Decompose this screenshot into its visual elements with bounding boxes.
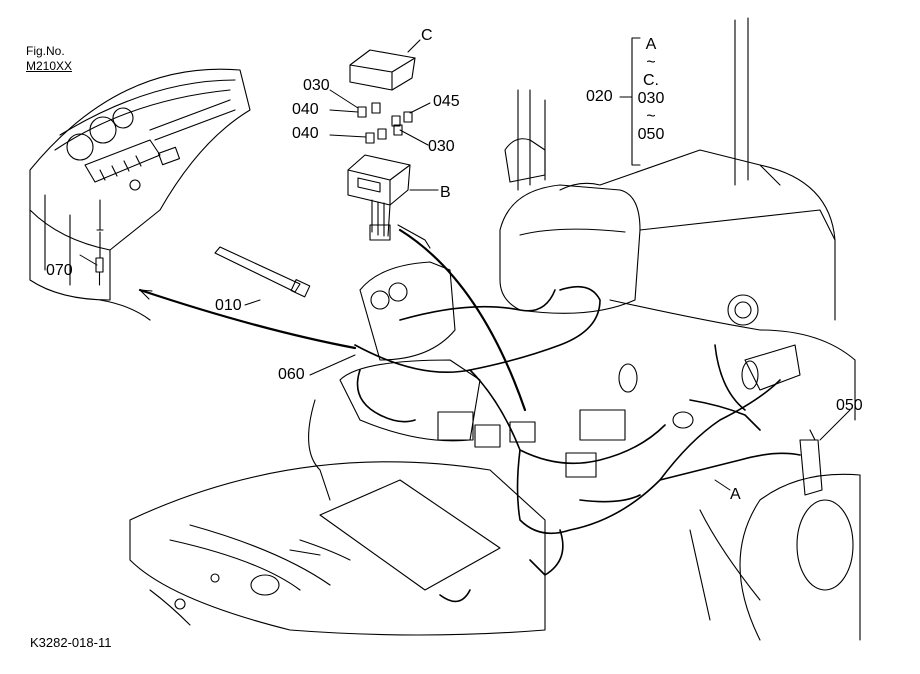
leader-lines: [79, 89, 851, 491]
range-list: A ~ C. 030 ~ 050: [636, 36, 666, 144]
callout-010: 010: [215, 297, 242, 314]
callout-060: 060: [278, 366, 305, 383]
callout-070: 070: [46, 262, 73, 279]
harness-wires: [354, 285, 801, 603]
callout-045: 045: [433, 93, 460, 110]
callout-a: A: [730, 486, 741, 503]
range-from: A: [645, 36, 657, 53]
range-end: 050: [637, 126, 665, 143]
range-mid: 030: [637, 90, 665, 107]
fig-label: Fig.No.: [26, 44, 65, 58]
range-tilde-2: ~: [646, 108, 656, 125]
range-bracket: [631, 37, 641, 166]
callout-b: B: [440, 184, 451, 201]
callout-030-bottom: 030: [428, 138, 455, 155]
drawing-code: K3282-018-11: [30, 635, 112, 650]
callout-020: 020: [586, 88, 613, 105]
seat-structure: [499, 17, 856, 421]
rear-wheel: [689, 473, 861, 641]
engine-components: [437, 294, 823, 496]
figure-reference: Fig.No. M210XX: [26, 44, 72, 74]
pointer-arrow-060: [138, 288, 357, 350]
front-body: [129, 261, 546, 636]
callout-c: C: [421, 27, 433, 44]
fig-number: M210XX: [26, 59, 73, 73]
callout-030-top: 030: [303, 77, 330, 94]
range-tilde-1: ~: [646, 54, 656, 71]
callout-050: 050: [836, 397, 863, 414]
dashboard-inset: [29, 68, 251, 321]
callout-040-bottom: 040: [292, 125, 319, 142]
range-to: C.: [643, 72, 659, 89]
fuse-box-parts: [347, 39, 439, 249]
callout-040-top: 040: [292, 101, 319, 118]
cable-tie: [214, 246, 311, 298]
pointer-arrow-b: [398, 228, 527, 412]
